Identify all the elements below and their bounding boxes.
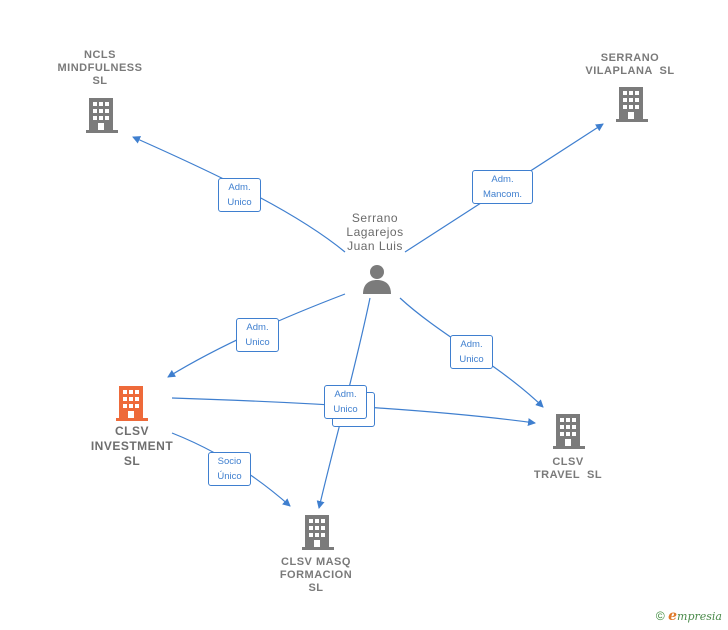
building-icon-ncls [86,98,118,133]
building-icon-clsv-travel [553,414,585,449]
node-label-line: SL [123,454,141,468]
building-icon-clsv-investment [116,386,148,421]
node-label-line: NCLS [84,49,116,61]
node-label-line: SL [308,582,324,594]
edge-label-line: Unico [333,404,358,415]
person-icon [363,265,391,294]
node-label-line: CLSV MASQ [281,556,351,568]
node-label-ncls[interactable]: NCLS MINDFULNESS SL [40,49,160,88]
edge-label-to-vilaplana[interactable]: Adm. Mancom. [472,170,533,204]
node-label-serrano-vilaplana[interactable]: SERRANO VILAPLANA SL [570,52,690,78]
node-label-line: SL [92,75,108,87]
brand-name: mpresia [677,610,722,623]
node-label-line: TRAVEL SL [533,469,603,481]
node-label-line: CLSV [114,424,149,438]
edge-label-line: Adm. [334,389,357,400]
node-label-line: FORMACION [279,569,353,581]
node-label-person[interactable]: Serrano Lagarejos Juan Luis [325,211,425,253]
edge-label-line: Adm. [246,322,269,333]
brand-logo[interactable]: empresia [668,608,722,624]
edge-label-investment-to-masq[interactable]: Socio Único [208,452,251,486]
node-label-line: VILAPLANA SL [585,65,675,77]
node-label-clsv-travel[interactable]: CLSV TRAVEL SL [508,456,628,482]
edge-label-line: Unico [245,337,270,348]
node-label-line: Juan Luis [347,239,403,253]
node-label-line: MINDFULNESS [57,62,143,74]
edge-label-line: Adm. [491,174,514,185]
edge-label-line: Adm. [228,182,251,193]
node-label-line: Lagarejos [346,225,404,239]
node-label-clsv-investment[interactable]: CLSV INVESTMENT SL [72,424,192,469]
copyright-icon: © [655,609,665,623]
edge-label-line: Adm. [460,339,483,350]
edge-label-line: Unico [459,354,484,365]
edge-label-to-investment[interactable]: Adm. Unico [236,318,279,352]
edge-label-to-ncls[interactable]: Adm. Unico [218,178,261,212]
edge-label-line: Mancom. [482,189,523,200]
edge-label-line: Único [217,471,242,482]
building-icon-serrano-vilaplana [616,87,648,122]
edge-label-line: Socio [217,456,242,467]
node-label-line: CLSV [552,456,584,468]
edge-label-line: Unico [227,197,252,208]
copyright-notice: © empresia [656,608,722,624]
edge-label-to-travel[interactable]: Adm. Unico [450,335,493,369]
node-label-line: INVESTMENT [90,439,174,453]
brand-initial: e [668,608,678,624]
node-label-line: SERRANO [600,52,660,64]
building-icon-clsv-masq [302,515,334,550]
edge-label-to-masq[interactable]: Adm. Unico [324,385,367,419]
node-label-line: Serrano [351,211,399,225]
node-label-clsv-masq[interactable]: CLSV MASQ FORMACION SL [256,556,376,595]
